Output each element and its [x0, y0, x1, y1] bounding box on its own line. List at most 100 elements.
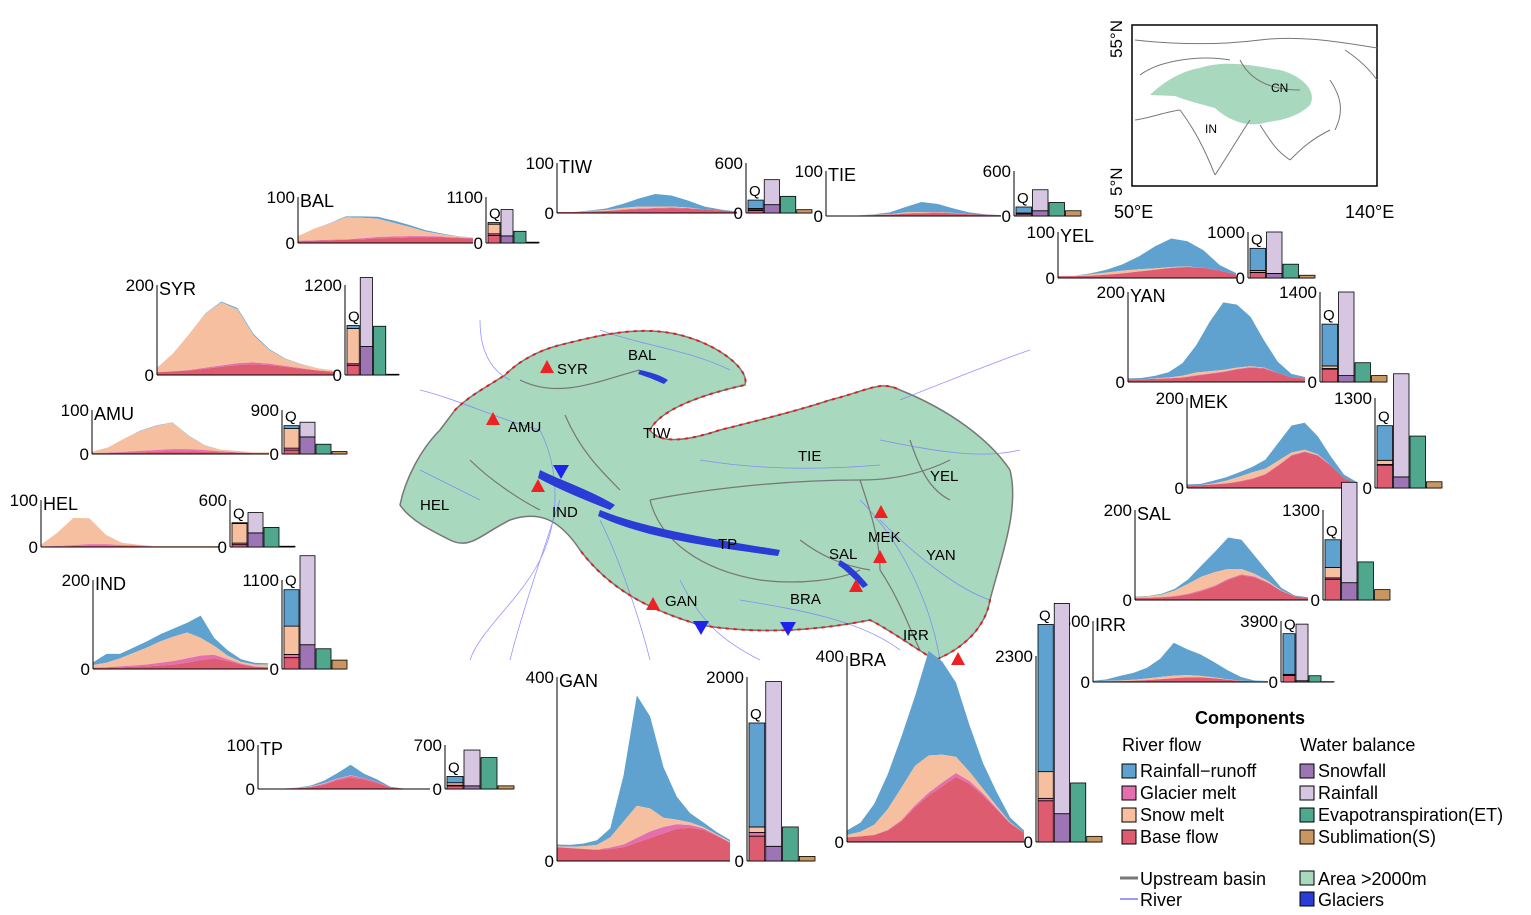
bar-q-rain — [283, 425, 300, 429]
balance-tick-max: 1100 — [242, 571, 279, 590]
bar-et — [373, 325, 387, 376]
bar-q-base — [1324, 578, 1341, 601]
bar-q-snow — [231, 523, 248, 544]
legend-label-river-flow: Rainfall−runoff — [1140, 761, 1257, 781]
ind-area-base — [93, 658, 268, 669]
upstream-basin-boundaries — [469, 369, 951, 651]
legend-swatch-water-balance — [1299, 807, 1315, 823]
balance-tick-zero: 0 — [1311, 591, 1320, 610]
hydro-tick-zero: 0 — [1123, 591, 1132, 610]
bar-et — [315, 443, 332, 455]
balance-tick-max: 1000 — [1207, 223, 1245, 242]
gan-area-snow — [557, 805, 730, 850]
inset-label-in: IN — [1205, 122, 1217, 136]
hydro-tick-max: 200 — [1156, 389, 1184, 408]
balance-tick-zero: 0 — [735, 852, 744, 871]
bra-area-snow — [847, 754, 1024, 838]
bar-sublimation — [1299, 274, 1316, 279]
legend-swatch-water-balance — [1299, 785, 1315, 801]
map-label-syr: SYR — [557, 361, 588, 378]
bar-et — [480, 757, 498, 790]
gauge-upward-triangle — [951, 652, 965, 665]
inset-area-highlight — [1150, 63, 1312, 125]
bar-q-label: Q — [750, 706, 762, 723]
bar-q-rain — [1037, 624, 1054, 773]
balance-tick-zero: 0 — [474, 234, 483, 253]
gauge-downward-triangle — [553, 465, 569, 479]
legend-label-glaciers: Glaciers — [1318, 890, 1384, 910]
bar-snowfall — [299, 436, 316, 455]
gauge-upward-triangle — [873, 550, 887, 563]
balance-tick-zero: 0 — [333, 366, 342, 385]
bar-q-label: Q — [749, 183, 761, 200]
bar-et — [1308, 675, 1322, 683]
inset-lat-bottom: 5°N — [1107, 167, 1126, 196]
chart-title: TIE — [828, 165, 856, 185]
balance-tick-zero: 0 — [1024, 833, 1033, 852]
hel-area-snow — [41, 517, 219, 547]
bar-sublimation — [1426, 481, 1443, 489]
balance-tick-max: 600 — [983, 162, 1011, 181]
bar-q-label: Q — [285, 409, 297, 426]
hydro-tick-zero: 0 — [29, 538, 38, 557]
chart-title: TP — [260, 739, 283, 759]
irr-area-base — [1093, 677, 1268, 682]
bar-q-rain — [283, 589, 300, 627]
map-label-sal: SAL — [829, 546, 857, 563]
ind-area-rain — [93, 615, 268, 665]
tie-area-base — [826, 212, 1001, 216]
map-label-amu: AMU — [508, 419, 541, 436]
bar-et — [1282, 263, 1299, 279]
map-label-yel: YEL — [930, 468, 958, 485]
hydro-tick-zero: 0 — [81, 660, 90, 679]
bal-area-rain — [298, 216, 473, 238]
chart-title: TIW — [559, 157, 592, 177]
bar-q-rain — [747, 199, 764, 209]
hydro-tick-max: 200 — [126, 276, 154, 295]
bar-rainfall — [299, 421, 316, 438]
syr-area-glacier — [157, 362, 334, 373]
bar-snowfall — [299, 644, 316, 670]
balance-tick-max: 700 — [414, 736, 442, 755]
hydro-tick-max: 100 — [10, 491, 38, 510]
hydro-tick-zero: 0 — [1081, 673, 1090, 692]
sal-area-snow — [1135, 568, 1308, 598]
area-above-2000m — [399, 330, 1014, 661]
legend-water-balance-header: Water balance — [1300, 735, 1415, 755]
map-label-ind: IND — [552, 504, 578, 521]
hydro-tick-zero: 0 — [1116, 373, 1125, 392]
bar-q-rain — [1376, 425, 1393, 461]
legend: Components River flow Water balance Rain… — [1120, 708, 1503, 910]
glacier-patches — [538, 370, 868, 588]
gauge-markers — [486, 360, 965, 665]
gauge-upward-triangle — [540, 360, 554, 373]
balance-tick-zero: 0 — [1363, 479, 1372, 498]
bar-et — [1409, 435, 1426, 489]
bar-rainfall — [1266, 231, 1283, 274]
bar-q-snow — [283, 428, 300, 449]
legend-river-flow-header: River flow — [1122, 735, 1202, 755]
chart-title: AMU — [94, 404, 134, 424]
chart-title: IRR — [1095, 615, 1126, 635]
hel-area-glacier — [41, 544, 219, 547]
bal-area-base — [298, 237, 473, 243]
hydro-tick-max: 100 — [227, 736, 255, 755]
legend-label-water-balance: Snowfall — [1318, 761, 1386, 781]
chart-title: SYR — [159, 279, 196, 299]
hydro-tick-zero: 0 — [814, 207, 823, 226]
bar-et — [513, 230, 527, 244]
hydro-tick-max: 100 — [526, 154, 554, 173]
balance-tick-max: 1400 — [1279, 283, 1317, 302]
bar-sublimation — [1374, 589, 1391, 601]
bar-rainfall — [763, 179, 780, 206]
bar-sublimation — [1371, 375, 1388, 383]
bar-q-base — [1376, 464, 1393, 489]
